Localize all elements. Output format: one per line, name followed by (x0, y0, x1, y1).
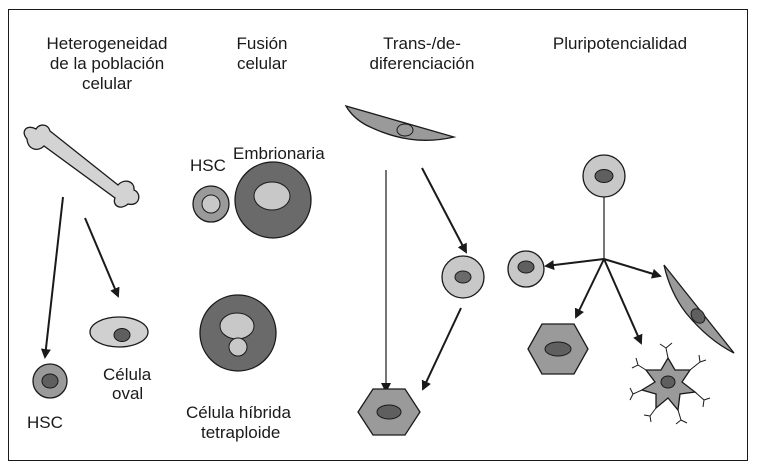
hsc-cell (32, 363, 68, 399)
arrow-to-round-cell (544, 258, 605, 271)
hybrid-label-1: Célula híbrida (186, 403, 291, 422)
svg-text:Heterogeneidad: Heterogeneidad (47, 34, 168, 53)
oval-cell-label-2: oval (112, 384, 143, 403)
oval-cell-label-1: Célula (103, 365, 152, 384)
svg-text:de la población: de la población (50, 54, 164, 73)
hexagon-cell-pluri (527, 323, 589, 375)
heading-pluripotency: Pluripotencialidad (553, 34, 687, 53)
arrow-bone-to-oval (84, 217, 120, 298)
stem-cell (582, 154, 626, 198)
embryonic-cell (234, 161, 312, 239)
svg-text:celular: celular (237, 54, 287, 73)
heading-transdifferentiation: Trans-/de- diferenciación (370, 34, 475, 73)
hexagon-cell-trans (357, 388, 421, 436)
arrow-bone-to-hsc (40, 196, 64, 359)
svg-text:celular: celular (82, 74, 132, 93)
hsc-fusion-label: HSC (190, 156, 226, 175)
diagram-frame (8, 9, 748, 461)
arrow-to-hexagon-cell (574, 258, 605, 319)
embryonic-label: Embrionaria (233, 144, 325, 163)
arrow-to-spindle-cell (603, 258, 662, 279)
bone-icon (23, 124, 140, 208)
hsc-label: HSC (27, 413, 63, 432)
arrow-to-neuron (603, 258, 643, 345)
round-cell-middle (441, 255, 485, 299)
hybrid-label-2: tetraploide (201, 423, 280, 442)
svg-text:Pluripotencialidad: Pluripotencialidad (553, 34, 687, 53)
hybrid-cell (199, 294, 277, 372)
svg-text:diferenciación: diferenciación (370, 54, 475, 73)
round-cell-pluri (507, 250, 545, 288)
spindle-cell-top (344, 104, 457, 141)
arrow-spindle-to-round (421, 167, 467, 254)
svg-text:Fusión: Fusión (236, 34, 287, 53)
arrow-round-to-hexagon (421, 307, 462, 391)
oval-cell (89, 316, 149, 348)
spindle-cell-pluri (663, 264, 735, 354)
heading-fusion: Fusión celular (236, 34, 287, 73)
neuron-cell (629, 342, 711, 425)
hsc-cell-fusion (192, 185, 230, 223)
svg-text:Trans-/de-: Trans-/de- (383, 34, 461, 53)
heading-heterogeneity: Heterogeneidad de la población celular (47, 34, 168, 93)
